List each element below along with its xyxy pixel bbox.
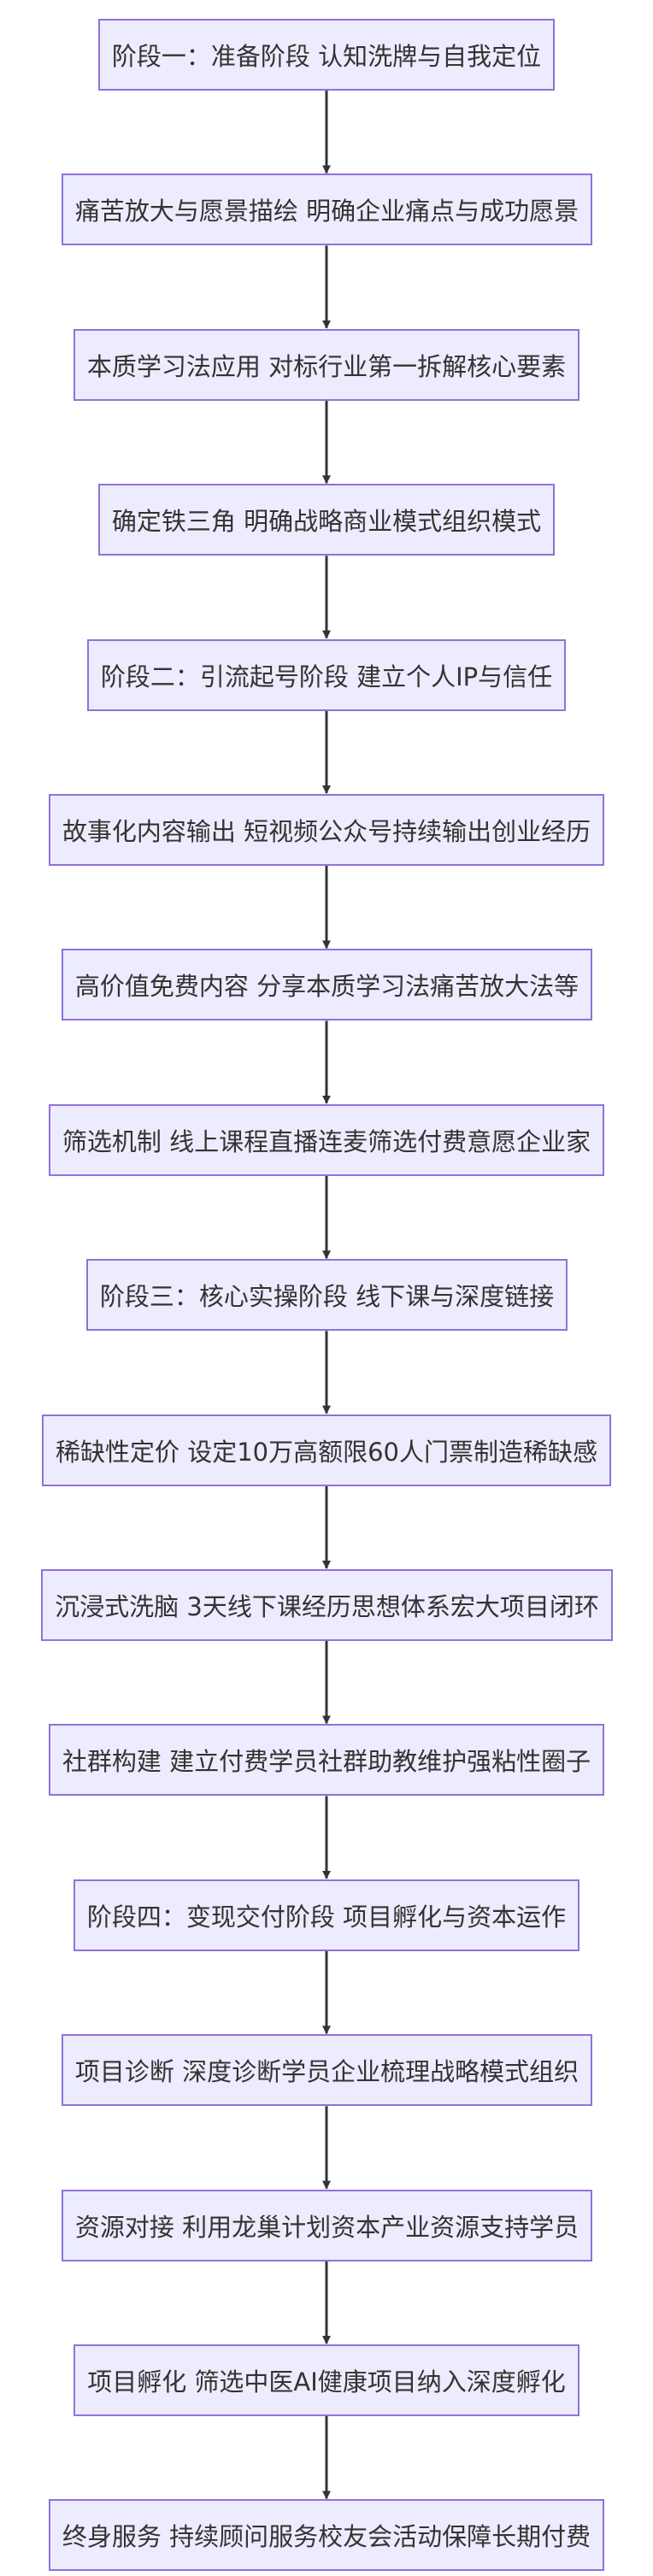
node-incubation: 项目孵化 筛选中医AI健康项目纳入深度孵化	[74, 2344, 579, 2416]
node-stage2-traffic: 阶段二：引流起号阶段 建立个人IP与信任	[87, 639, 566, 711]
node-scarcity-pricing: 稀缺性定价 设定10万高额限60人门票制造稀缺感	[42, 1414, 611, 1486]
node-stage4-monetize: 阶段四：变现交付阶段 项目孵化与资本运作	[74, 1879, 579, 1951]
node-resource-matching: 资源对接 利用龙巢计划资本产业资源支持学员	[62, 2190, 592, 2261]
node-immersive-course: 沉浸式洗脑 3天线下课经历思想体系宏大项目闭环	[41, 1569, 613, 1641]
node-lifetime-service: 终身服务 持续顾问服务校友会活动保障长期付费	[49, 2499, 604, 2571]
node-stage3-practice: 阶段三：核心实操阶段 线下课与深度链接	[86, 1259, 568, 1331]
node-stage1-prepare: 阶段一：准备阶段 认知洗牌与自我定位	[98, 19, 555, 91]
node-screening: 筛选机制 线上课程直播连麦筛选付费意愿企业家	[49, 1104, 604, 1176]
node-diagnosis: 项目诊断 深度诊断学员企业梳理战略模式组织	[62, 2034, 592, 2106]
node-free-content: 高价值免费内容 分享本质学习法痛苦放大法等	[62, 949, 592, 1020]
node-pain-amplify-vision: 痛苦放大与愿景描绘 明确企业痛点与成功愿景	[62, 173, 592, 245]
node-community: 社群构建 建立付费学员社群助教维护强粘性圈子	[49, 1724, 604, 1796]
node-story-content: 故事化内容输出 短视频公众号持续输出创业经历	[49, 794, 604, 866]
node-iron-triangle: 确定铁三角 明确战略商业模式组织模式	[98, 484, 555, 556]
node-essence-learning: 本质学习法应用 对标行业第一拆解核心要素	[74, 329, 579, 401]
